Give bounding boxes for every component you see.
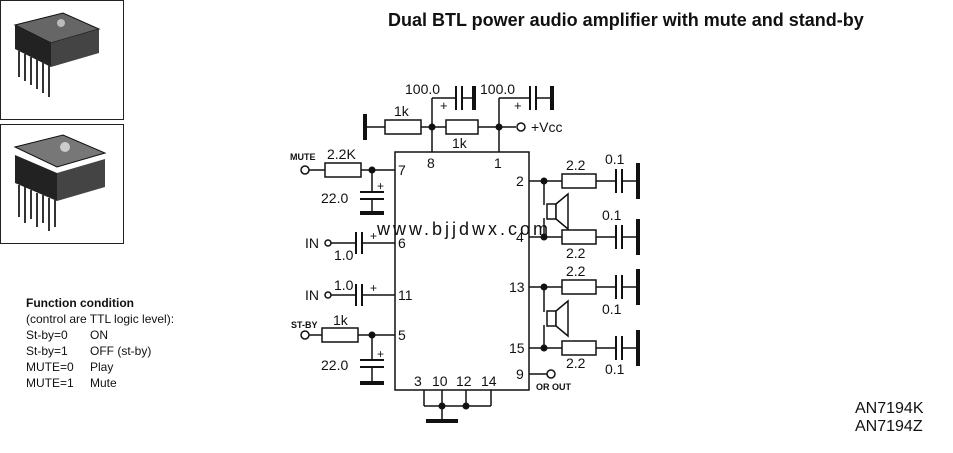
or-out-terminal bbox=[546, 369, 556, 379]
table-row: MUTE=1 Mute bbox=[26, 375, 174, 391]
resistor-label-2-2-4: 2.2 bbox=[566, 355, 586, 371]
resistor-label-2-2-1: 2.2 bbox=[566, 157, 586, 173]
ic-body bbox=[394, 151, 530, 391]
state-cell: OFF (st-by) bbox=[90, 344, 152, 358]
cap-value-0-1-3: 0.1 bbox=[602, 301, 622, 317]
pin-12: 12 bbox=[456, 373, 472, 389]
resistor-label-2-2-3: 2.2 bbox=[566, 263, 586, 279]
resistor-label-1k-top: 1k bbox=[394, 103, 410, 119]
function-condition-heading: Function condition bbox=[26, 296, 134, 310]
pin-15: 15 bbox=[509, 340, 525, 356]
plus-sign: + bbox=[377, 347, 384, 361]
state-cell: ON bbox=[90, 328, 108, 342]
pin-1: 1 bbox=[494, 155, 502, 171]
pin-4: 4 bbox=[516, 229, 524, 245]
part-numbers: AN7194K AN7194Z bbox=[855, 400, 924, 436]
package-image-bottom bbox=[0, 124, 124, 244]
plus-sign: + bbox=[440, 98, 448, 113]
resistor-label-2-2k: 2.2K bbox=[327, 146, 356, 162]
resistor-2-2-out13 bbox=[561, 279, 597, 295]
state-cell: Play bbox=[90, 360, 114, 374]
in-label-2: IN bbox=[305, 287, 319, 303]
cap-value-22-b: 22.0 bbox=[321, 357, 348, 373]
cap-value-100-b: 100.0 bbox=[480, 81, 515, 97]
function-condition-note: (control are TTL logic level): bbox=[26, 312, 175, 326]
pin-7: 7 bbox=[398, 162, 406, 178]
pin-13: 13 bbox=[509, 279, 525, 295]
resistor-2-2-out4 bbox=[561, 229, 597, 245]
resistor-1k-top bbox=[384, 119, 422, 135]
plus-sign: + bbox=[370, 281, 377, 295]
pin-10: 10 bbox=[432, 373, 448, 389]
resistor-label-2-2-2: 2.2 bbox=[566, 245, 586, 261]
resistor-label-1k-mid: 1k bbox=[452, 135, 468, 151]
ic-package-sil-icon bbox=[13, 12, 101, 97]
resistor-label-1k-stby: 1k bbox=[333, 312, 349, 328]
or-out-label: OR OUT bbox=[536, 382, 572, 392]
pin-3: 3 bbox=[414, 373, 422, 389]
pin-8: 8 bbox=[427, 155, 435, 171]
resistor-2-2-out2 bbox=[561, 173, 597, 189]
cap-value-1-a: 1.0 bbox=[334, 247, 354, 263]
mute-terminal bbox=[300, 165, 310, 175]
watermark-text: www.bjjdwx.com bbox=[376, 219, 551, 239]
table-row: St-by=1 OFF (st-by) bbox=[26, 343, 174, 359]
plus-sign: + bbox=[377, 179, 384, 193]
cap-value-1-b: 1.0 bbox=[334, 277, 354, 293]
vcc-label: +Vcc bbox=[531, 119, 563, 135]
signal-cell: St-by=0 bbox=[26, 328, 68, 342]
resistor-1k-mid bbox=[445, 119, 479, 135]
pin-5: 5 bbox=[398, 327, 406, 343]
pin-11: 11 bbox=[398, 287, 413, 303]
function-condition-table: Function condition (control are TTL logi… bbox=[26, 295, 174, 391]
pin-9: 9 bbox=[516, 366, 524, 382]
resistor-2-2-out15 bbox=[561, 340, 597, 356]
in-label-1: IN bbox=[305, 235, 319, 251]
cap-value-0-1-1: 0.1 bbox=[605, 151, 625, 167]
resistor-1k-stby bbox=[321, 327, 359, 343]
resistor-2-2k bbox=[324, 162, 362, 178]
cap-value-0-1-4: 0.1 bbox=[605, 361, 625, 377]
state-cell: Mute bbox=[90, 376, 117, 390]
vcc-terminal bbox=[516, 122, 526, 132]
mute-label: MUTE bbox=[290, 152, 316, 162]
signal-cell: St-by=1 bbox=[26, 344, 68, 358]
cap-value-22-a: 22.0 bbox=[321, 190, 348, 206]
plus-sign: + bbox=[370, 229, 377, 243]
stby-label: ST-BY bbox=[291, 320, 318, 330]
cap-value-100-a: 100.0 bbox=[405, 81, 440, 97]
pin-14: 14 bbox=[481, 373, 497, 389]
signal-cell: MUTE=1 bbox=[26, 376, 74, 390]
table-row: MUTE=0 Play bbox=[26, 359, 174, 375]
speaker-icon bbox=[546, 192, 569, 231]
page-title: Dual BTL power audio amplifier with mute… bbox=[388, 10, 864, 30]
pin-6: 6 bbox=[398, 235, 406, 251]
ic-package-zigzag-icon bbox=[13, 134, 107, 231]
package-image-top bbox=[0, 0, 124, 120]
pin-2: 2 bbox=[516, 173, 524, 189]
part-number-z: AN7194Z bbox=[855, 418, 923, 435]
stby-terminal bbox=[300, 330, 310, 340]
cap-value-0-1-2: 0.1 bbox=[602, 207, 622, 223]
plus-sign: + bbox=[514, 98, 522, 113]
part-number-k: AN7194K bbox=[855, 400, 924, 417]
speaker-icon bbox=[546, 299, 569, 338]
signal-cell: MUTE=0 bbox=[26, 360, 74, 374]
table-row: St-by=0 ON bbox=[26, 327, 174, 343]
